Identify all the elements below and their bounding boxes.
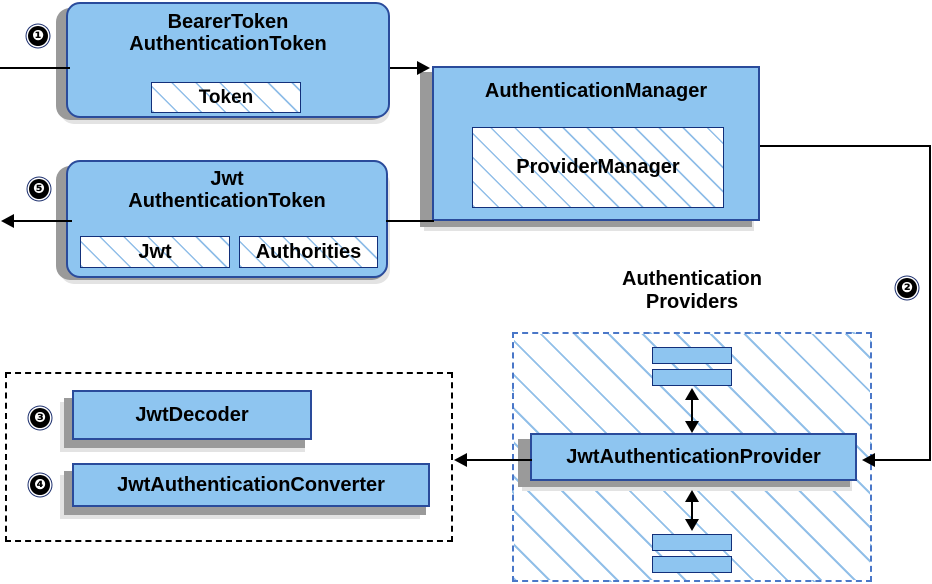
- step-badge-5: ❺: [29, 179, 49, 199]
- providers-caption-line2: Providers: [645, 291, 739, 313]
- arrowhead-response-out: [1, 214, 14, 228]
- authentication-providers-caption: Authentication Providers: [592, 268, 792, 314]
- connector-manager-right: [760, 145, 930, 147]
- arrowhead-into-provider: [862, 453, 875, 467]
- jwt-token-title-line2: AuthenticationToken: [128, 190, 326, 213]
- step-badge-2: ❷: [897, 278, 917, 298]
- bearer-token-title-line1: BearerToken: [167, 11, 289, 33]
- arrowhead-provider-bottom-down: [685, 519, 699, 531]
- provider-stack-bar-top-1: [652, 347, 732, 364]
- node-jwt-authentication-provider[interactable]: JwtAuthenticationProvider: [530, 433, 857, 481]
- arrowhead-provider-bottom-up: [685, 490, 699, 502]
- field-authorities-label: Authorities: [255, 240, 362, 263]
- inner-provider-manager[interactable]: ProviderManager: [472, 127, 724, 208]
- provider-manager-label: ProviderManager: [516, 156, 680, 179]
- jwt-decoder-label: JwtDecoder: [135, 403, 249, 426]
- connector-provider-bottom: [691, 495, 693, 525]
- connector-bearer-to-manager: [390, 67, 418, 69]
- node-authentication-manager[interactable]: AuthenticationManager ProviderManager: [432, 66, 760, 221]
- step-badge-1: ❶: [28, 26, 48, 46]
- arrowhead-provider-top-down: [685, 421, 699, 433]
- jwt-authentication-converter-label: JwtAuthenticationConverter: [117, 473, 385, 496]
- arrowhead-provider-top-up: [685, 388, 699, 400]
- field-token[interactable]: Token: [151, 82, 301, 113]
- field-token-label: Token: [198, 86, 254, 108]
- arrowhead-provider-to-group: [454, 453, 467, 467]
- connector-into-provider: [875, 459, 931, 461]
- jwt-authentication-provider-label: JwtAuthenticationProvider: [566, 445, 821, 468]
- field-jwt[interactable]: Jwt: [80, 236, 230, 268]
- connector-provider-to-group: [467, 459, 532, 461]
- connector-provider-top: [691, 393, 693, 427]
- providers-caption-line1: Authentication: [622, 268, 762, 290]
- node-jwt-decoder[interactable]: JwtDecoder: [72, 390, 312, 440]
- jwt-token-title: Jwt AuthenticationToken: [68, 162, 386, 213]
- jwt-components-group: [5, 372, 453, 542]
- bearer-token-title-line2: AuthenticationToken: [129, 33, 327, 56]
- field-jwt-label: Jwt: [138, 240, 172, 263]
- provider-stack-bar-bottom-2: [652, 556, 732, 573]
- connector-manager-to-jwt-token: [386, 220, 434, 222]
- node-jwt-authentication-converter[interactable]: JwtAuthenticationConverter: [72, 463, 430, 507]
- step-badge-3: ❸: [30, 408, 50, 428]
- connector-response-out: [14, 220, 72, 222]
- connector-manager-down: [929, 145, 931, 460]
- node-bearer-token-authentication-token[interactable]: BearerToken AuthenticationToken Token: [66, 2, 390, 118]
- provider-stack-bar-bottom-1: [652, 534, 732, 551]
- authentication-manager-title: AuthenticationManager: [484, 80, 708, 102]
- arrowhead-bearer-to-manager: [417, 61, 430, 75]
- provider-stack-bar-top-2: [652, 369, 732, 386]
- node-jwt-authentication-token[interactable]: Jwt AuthenticationToken Jwt Authorities: [66, 160, 388, 278]
- bearer-token-title: BearerToken AuthenticationToken: [68, 4, 388, 56]
- jwt-token-title-line1: Jwt: [210, 168, 244, 190]
- connector-request-in: [0, 67, 70, 69]
- step-badge-4: ❹: [30, 475, 50, 495]
- field-authorities[interactable]: Authorities: [239, 236, 378, 268]
